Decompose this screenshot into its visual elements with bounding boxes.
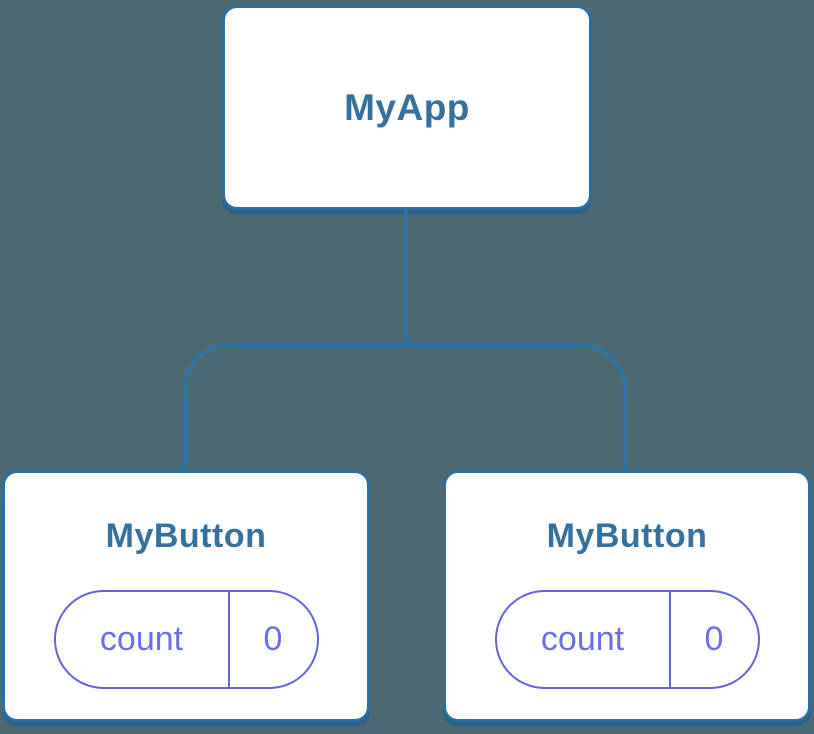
connector-root-stem bbox=[404, 210, 408, 345]
state-value-right: 0 bbox=[704, 620, 724, 658]
node-myapp: MyApp bbox=[222, 5, 592, 210]
node-mybutton-left: MyButton count 0 bbox=[2, 470, 370, 722]
node-label-myapp: MyApp bbox=[344, 87, 470, 128]
state-pill-right: count 0 bbox=[494, 590, 760, 689]
node-label-mybutton-left: MyButton bbox=[105, 517, 267, 555]
state-name-left: count bbox=[56, 592, 230, 687]
connector-branch-bracket bbox=[183, 343, 627, 470]
state-name-right: count bbox=[497, 592, 671, 687]
state-pill-left: count 0 bbox=[53, 590, 319, 689]
state-value-left: 0 bbox=[263, 620, 283, 658]
node-label-mybutton-right: MyButton bbox=[546, 517, 708, 555]
node-mybutton-right: MyButton count 0 bbox=[443, 470, 811, 722]
